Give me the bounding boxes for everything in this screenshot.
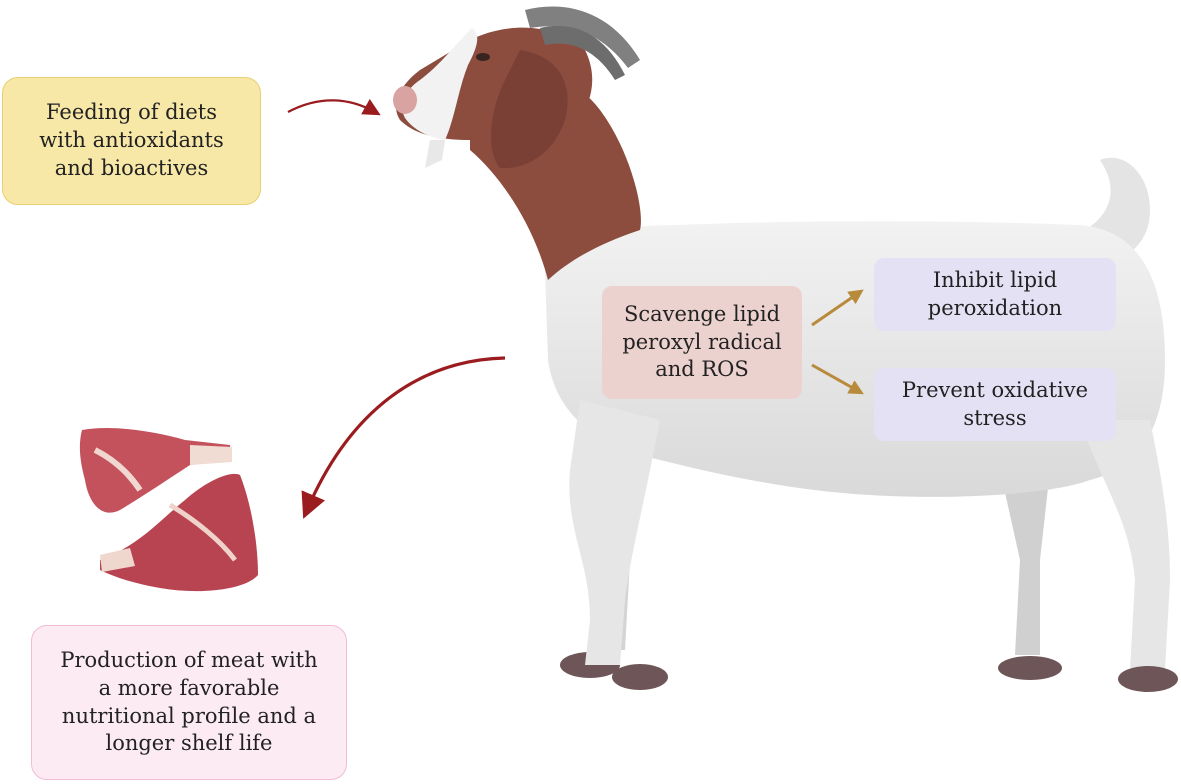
arrow-scavenge-to-inhibit [811, 289, 864, 327]
prevent-box: Prevent oxidative stress [874, 368, 1116, 441]
goat-hoof [612, 664, 668, 690]
inhibit-label: Inhibit lipid peroxidation [927, 267, 1063, 320]
goat-hoof [998, 656, 1062, 680]
prevent-label: Prevent oxidative stress [901, 377, 1089, 430]
meat-illustration [79, 428, 258, 592]
production-label: Production of meat with a more favorable… [60, 648, 318, 756]
scavenge-label: Scavenge lipid peroxyl radical and ROS [622, 301, 782, 382]
arrow-scavenge-to-prevent [811, 363, 864, 395]
production-box: Production of meat with a more favorable… [31, 625, 347, 780]
arrow-goat-to-meat [301, 356, 506, 519]
scavenge-box: Scavenge lipid peroxyl radical and ROS [602, 286, 802, 399]
feeding-label: Feeding of diets with antioxidants and b… [39, 100, 224, 180]
goat-hoof [1118, 666, 1178, 692]
goat-eye [476, 53, 490, 61]
inhibit-box: Inhibit lipid peroxidation [874, 258, 1116, 331]
arrow-feeding-to-goat [287, 98, 381, 116]
goat-nose [393, 86, 417, 114]
feeding-box: Feeding of diets with antioxidants and b… [2, 77, 261, 205]
